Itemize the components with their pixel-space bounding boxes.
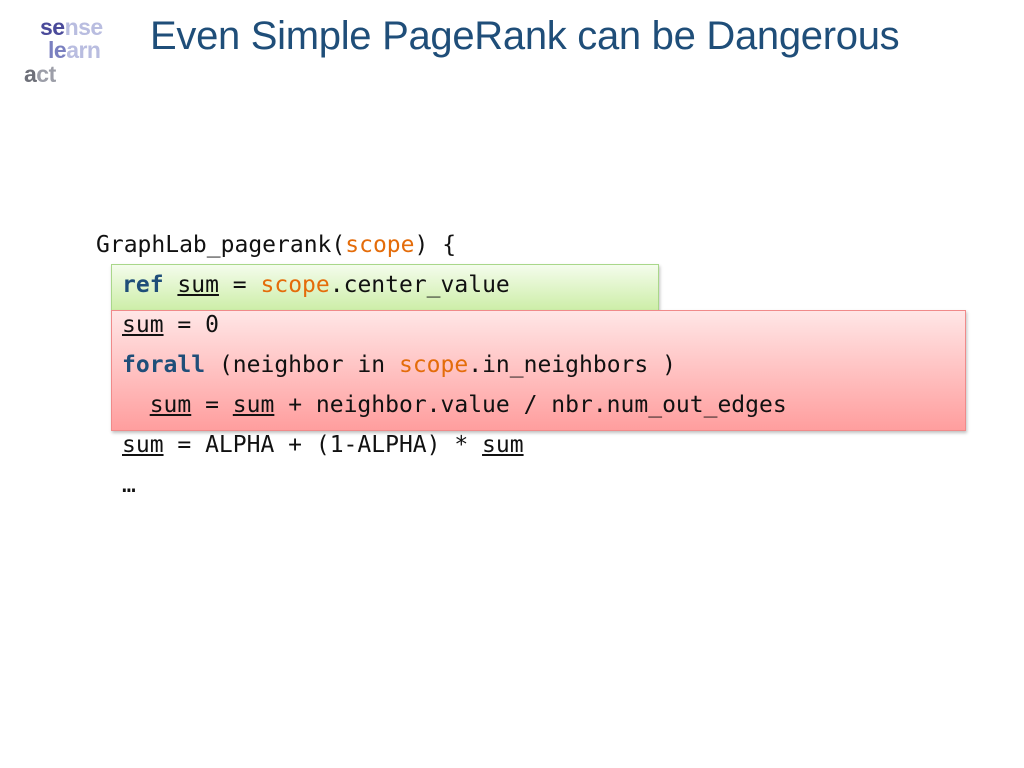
code-line-ref-sum: ref sum = scope.center_value (122, 272, 510, 298)
logo-word-act: act (24, 61, 56, 87)
red-highlight-box (111, 310, 966, 431)
code-line-function-signature: GraphLab_pagerank(scope) { (96, 232, 457, 258)
green-highlight-box (111, 264, 659, 311)
code-line-sum-zero: sum = 0 (122, 312, 219, 338)
code-line-forall: forall (neighbor in scope.in_neighbors ) (122, 352, 676, 378)
logo-word-learn: learn (48, 37, 101, 63)
sense-learn-act-logo: sense learn act (22, 14, 132, 90)
slide-title: Even Simple PageRank can be Dangerous (150, 14, 900, 58)
code-line-sum-alpha: sum = ALPHA + (1-ALPHA) * sum (122, 432, 524, 458)
logo-word-sense: sense (40, 14, 103, 40)
code-line-ellipsis: … (122, 472, 136, 498)
code-line-sum-accumulate: sum = sum + neighbor.value / nbr.num_out… (149, 392, 787, 418)
